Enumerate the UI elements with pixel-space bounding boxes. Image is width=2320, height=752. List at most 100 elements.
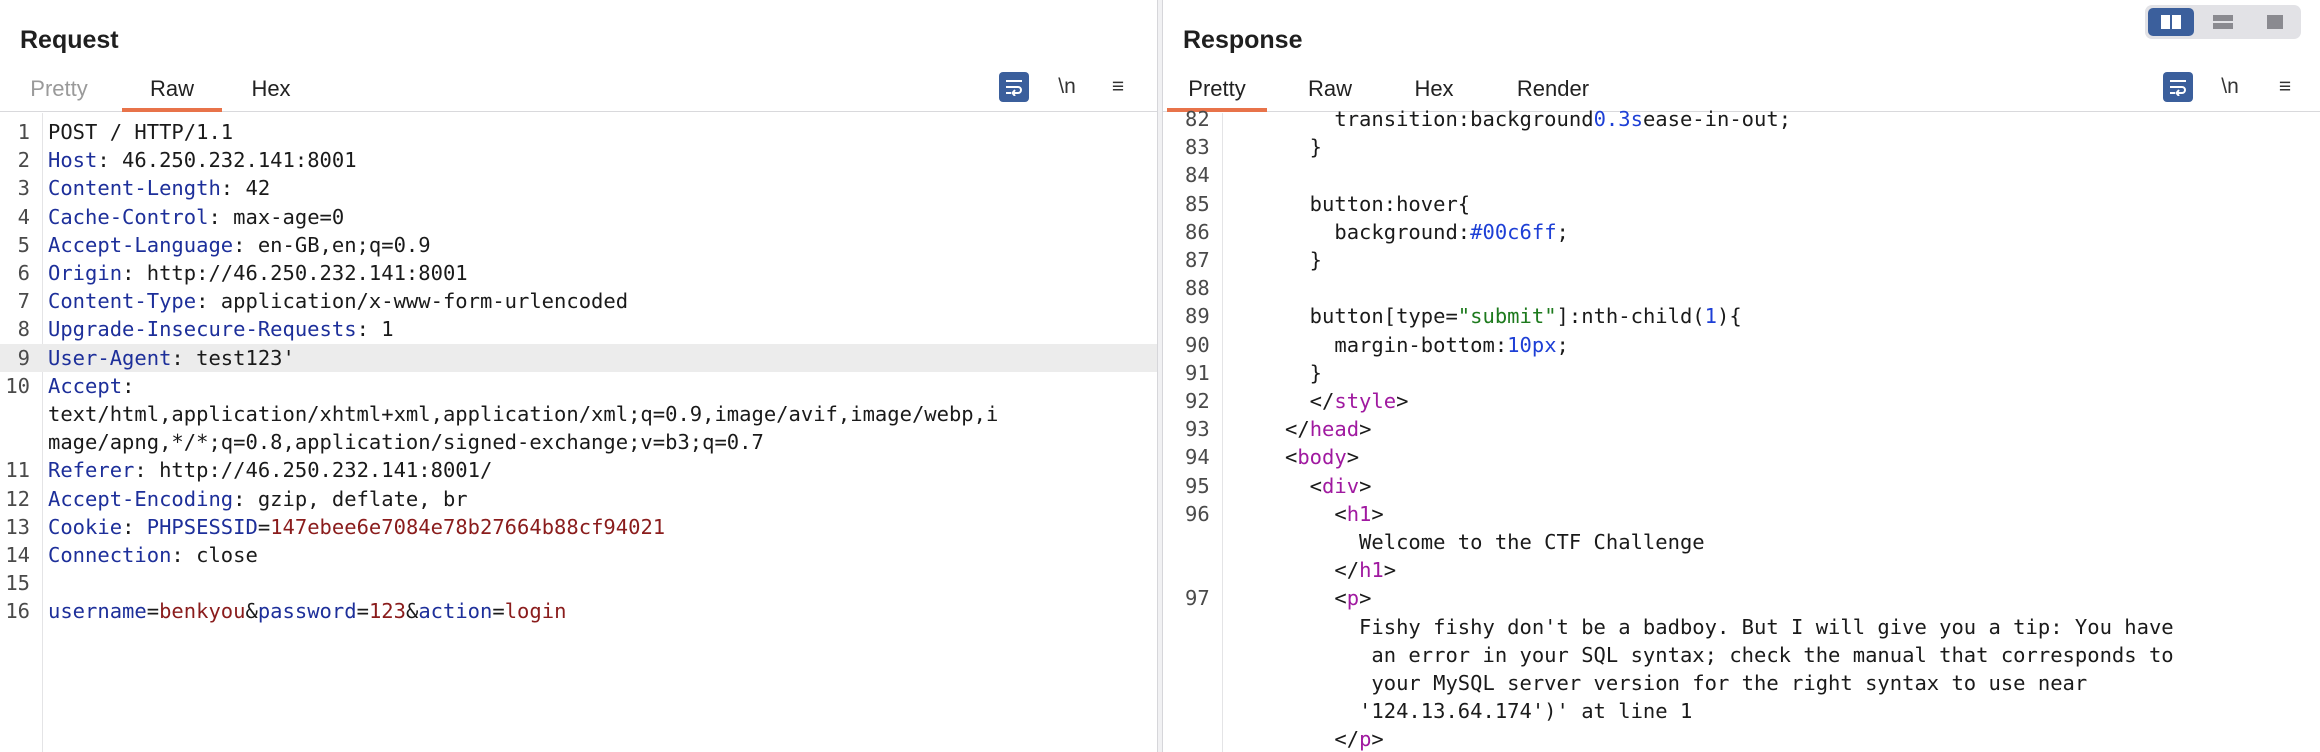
code-text: } [1285,359,1322,387]
code-line[interactable]: 15 [0,569,1157,597]
code-token: text/html,application/xhtml+xml,applicat… [48,402,999,426]
code-line[interactable]: Fishy fishy don't be a badboy. But I wil… [1163,613,2320,641]
code-token: Content-Length [48,176,221,201]
code-line[interactable]: </p> [1163,725,2320,752]
code-line[interactable]: 96 <h1> [1163,500,2320,528]
code-text: </p> [1285,725,1383,752]
code-line[interactable]: 85 button:hover{ [1163,190,2320,218]
code-line[interactable]: </h1> [1163,556,2320,584]
code-line[interactable]: 2 Host: 46.250.232.141:8001 [0,146,1157,174]
code-text: </h1> [1285,556,1396,584]
line-number: 6 [17,261,30,285]
code-line[interactable]: mage/apng,*/*;q=0.8,application/signed-e… [0,428,1157,456]
code-text: an error in your SQL syntax; check the m… [1285,641,2173,669]
code-line[interactable]: Welcome to the CTF Challenge [1163,528,2320,556]
line-number: 1 [17,120,30,144]
response-tab-raw[interactable]: Raw [1307,76,1352,101]
code-line[interactable]: 84 [1163,161,2320,189]
code-line[interactable]: 87 } [1163,246,2320,274]
menu-icon[interactable]: ≡ [2278,75,2292,98]
code-token: < [1285,586,1347,611]
code-line[interactable]: an error in your SQL syntax; check the m… [1163,641,2320,669]
menu-icon[interactable]: ≡ [1111,75,1125,98]
code-line[interactable]: text/html,application/xhtml+xml,applicat… [0,400,1157,428]
code-line[interactable]: 86 background:#00c6ff; [1163,218,2320,246]
code-token: : close [171,543,258,567]
code-token: login [504,599,567,624]
code-line[interactable]: 89 button[type="submit"]:nth-child(1){ [1163,302,2320,330]
code-text: background:#00c6ff; [1285,218,1569,246]
line-number: 82 [1185,107,1210,131]
line-number: 2 [17,148,30,173]
code-line[interactable]: '124.13.64.174')' at line 1 [1163,697,2320,725]
code-text: Welcome to the CTF Challenge [1285,528,1705,556]
code-line[interactable]: 92 </style> [1163,387,2320,415]
code-token: 123 [368,599,406,624]
code-token: '124.13.64.174')' at line 1 [1285,699,1693,724]
wrap-lines-icon[interactable] [999,72,1029,102]
line-number-gutter [1163,113,1223,752]
code-token: Connection [48,543,172,567]
response-tab-pretty[interactable]: Pretty [1167,68,1267,112]
code-text: username=benkyou&password=123&action=log… [48,597,566,625]
code-line[interactable]: 83 } [1163,133,2320,161]
code-line[interactable]: 93</head> [1163,415,2320,443]
response-tab-hex[interactable]: Hex [1414,76,1454,101]
code-token: margin-bottom: [1285,332,1508,357]
code-text: <div> [1285,472,1372,500]
code-token: } [1285,360,1323,385]
code-token: p [1346,586,1360,611]
code-token: PHPSESSID [146,514,258,539]
code-token: : 1 [356,317,394,342]
code-line[interactable]: 91 } [1163,359,2320,387]
show-newlines-icon[interactable]: \n [2221,75,2239,98]
code-token: > [1359,586,1372,611]
code-token: : [122,373,135,398]
pane-divider[interactable] [1157,0,1163,752]
wrap-lines-icon[interactable] [2163,72,2193,102]
response-editor[interactable]: 82 transition:background0.3sease-in-out;… [1163,107,2320,752]
code-token: </ [1285,417,1310,442]
code-token: Referer [48,458,135,483]
request-tab-raw[interactable]: Raw [122,68,222,112]
request-tab-pretty[interactable]: Pretty [30,76,88,101]
code-line[interactable]: your MySQL server version for the right … [1163,669,2320,697]
code-line[interactable]: 82 transition:background0.3sease-in-out; [1163,105,2320,133]
request-tab-hex[interactable]: Hex [251,76,291,101]
side-by-side-layout-icon[interactable] [2148,8,2194,36]
code-text: Host: 46.250.232.141:8001 [48,146,357,174]
code-token: : [122,514,147,539]
show-newlines-icon[interactable]: \n [1058,75,1076,98]
response-tab-render[interactable]: Render [1516,76,1590,101]
code-line[interactable]: 97 <p> [1163,584,2320,612]
code-token: Welcome to the CTF Challenge [1285,530,1705,554]
code-token: > [1396,389,1409,413]
code-text: <h1> [1285,500,1383,528]
code-text: Fishy fishy don't be a badboy. But I wil… [1285,613,2174,641]
response-pane: Response Pretty Raw Hex Render \n ≡ 82 t… [1163,0,2320,752]
code-line[interactable]: 94<body> [1163,443,2320,471]
code-token: div [1322,473,1360,498]
code-line[interactable]: 95 <div> [1163,472,2320,500]
code-line[interactable]: 90 margin-bottom:10px; [1163,331,2320,359]
stacked-layout-icon[interactable] [2200,8,2246,36]
line-number: 13 [5,514,30,539]
code-line[interactable]: 88 [1163,274,2320,302]
code-token: < [1285,501,1347,526]
single-pane-layout-icon[interactable] [2252,8,2298,36]
